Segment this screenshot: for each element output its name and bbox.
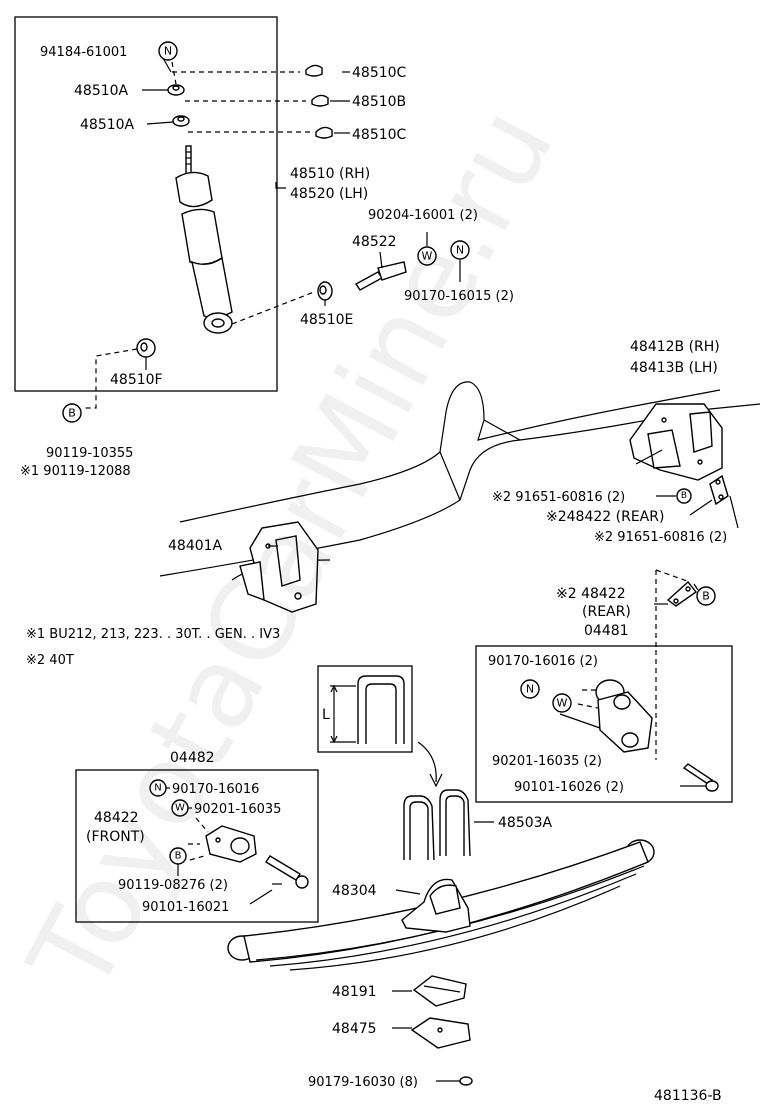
shackle-04481 — [595, 679, 653, 753]
label-90119-10355: 90119-10355 — [46, 446, 133, 461]
label-48503a: 48503A — [498, 815, 553, 831]
label-48422-rear-a: ※248422 (REAR) — [546, 509, 664, 525]
note-1: ※1 BU212, 213, 223. . 30T. . GEN. . IV3 — [26, 627, 280, 642]
label-48510b: 48510B — [352, 94, 406, 110]
label-04482: 04482 — [170, 750, 215, 766]
label-91651-60816-a: ※2 91651-60816 (2) — [492, 490, 625, 505]
shackle-group-04482-box — [75, 769, 319, 923]
svg-text:B: B — [175, 851, 182, 862]
u-bolt-dimension-figure — [330, 675, 405, 744]
u-bolt-48503a-right — [439, 789, 471, 857]
callout-b-91651-b: B — [696, 586, 716, 606]
label-48422-rear-b-qual: (REAR) — [582, 604, 631, 620]
svg-text:N: N — [526, 683, 534, 696]
bushing-48510a-upper — [167, 84, 185, 96]
label-48422-front: 48422 — [94, 810, 139, 826]
bushing-48510a-lower — [172, 115, 190, 127]
u-bolt-dimension-inset — [317, 665, 413, 753]
shackle-plate-48422-rear-lower — [666, 580, 698, 607]
bushing-48510e — [317, 281, 333, 301]
svg-text:B: B — [681, 491, 687, 501]
bushing-48510f — [136, 338, 156, 358]
nut-90179-16030 — [459, 1076, 473, 1086]
bracket-48401a — [239, 521, 319, 613]
shock-absorber-group-box — [14, 16, 278, 392]
label-48510a-2: 48510A — [80, 117, 135, 133]
svg-text:N: N — [456, 244, 464, 257]
dimension-l-label: L — [322, 707, 330, 723]
u-bolt-48503a-left — [403, 795, 435, 861]
callout-b-91651-a: B — [676, 488, 692, 504]
diagram-reference-number: 481136-B — [654, 1088, 722, 1104]
bolt-90101-16026 — [682, 763, 719, 792]
svg-text:B: B — [702, 590, 710, 603]
label-90119-08276: 90119-08276 (2) — [118, 878, 228, 893]
label-48475: 48475 — [332, 1021, 377, 1037]
label-48510c-2: 48510C — [352, 127, 407, 143]
callout-b-90119-10355: B — [62, 403, 82, 423]
label-48401a: 48401A — [168, 538, 223, 554]
label-48422-rear-b: ※2 48422 — [556, 586, 626, 602]
label-90201-16035-front: 90201-16035 — [194, 802, 281, 817]
callout-n-90170-16016-rear: N — [520, 679, 540, 699]
note-2: ※2 40T — [26, 653, 74, 668]
plate-48191 — [412, 975, 467, 1007]
label-48304: 48304 — [332, 883, 377, 899]
callout-w-90204: W — [417, 246, 437, 266]
bushing-48510b — [311, 94, 329, 107]
label-04481: 04481 — [584, 623, 629, 639]
svg-text:W: W — [422, 250, 433, 263]
bushing-48510c-top — [305, 64, 323, 77]
shackle-plate-48422-front — [205, 825, 257, 863]
label-90170-16015: 90170-16015 (2) — [404, 289, 514, 304]
svg-text:B: B — [68, 407, 76, 420]
shock-absorber — [175, 145, 233, 334]
svg-text:N: N — [164, 45, 172, 58]
label-48422-front-qual: (FRONT) — [86, 829, 145, 845]
label-90101-16021: 90101-16021 — [142, 900, 229, 915]
label-48522: 48522 — [352, 234, 397, 250]
label-90101-16026: 90101-16026 (2) — [514, 780, 624, 795]
label-48510e: 48510E — [300, 312, 353, 328]
callout-n-94184: N — [158, 41, 178, 61]
shackle-plate-48422-rear-upper — [709, 474, 729, 506]
label-48191: 48191 — [332, 984, 377, 1000]
label-48510-rh: 48510 (RH) — [290, 166, 370, 182]
label-90204-16001: 90204-16001 (2) — [368, 208, 478, 223]
bushing-48510c-lower — [315, 126, 333, 139]
svg-text:N: N — [154, 783, 161, 794]
label-48510c-top: 48510C — [352, 65, 407, 81]
bolt-90101-16021 — [265, 855, 309, 889]
label-90201-16035-rear: 90201-16035 (2) — [492, 754, 602, 769]
pad-48475 — [410, 1017, 471, 1049]
spring-seat-48304 — [401, 878, 471, 933]
label-48510a-1: 48510A — [74, 83, 129, 99]
label-90170-16016-rear: 90170-16016 (2) — [488, 654, 598, 669]
label-48520-lh: 48520 (LH) — [290, 186, 368, 202]
label-91651-60816-b: ※2 91651-60816 (2) — [594, 530, 727, 545]
label-48510f: 48510F — [110, 372, 163, 388]
label-90119-12088: ※1 90119-12088 — [20, 464, 131, 479]
label-90179-16030: 90179-16030 (8) — [308, 1075, 418, 1090]
label-90170-16016-front: 90170-16016 — [172, 782, 259, 797]
callout-w-90201-16035-rear: W — [552, 693, 572, 713]
label-94184-61001: 94184-61001 — [40, 45, 127, 60]
bracket-48412b — [629, 403, 723, 481]
label-48413b-lh: 48413B (LH) — [630, 360, 718, 376]
shackle-group-04481-box — [475, 645, 733, 803]
stud-48522 — [354, 261, 407, 291]
svg-text:W: W — [175, 803, 185, 814]
callout-n-90170-16015: N — [450, 240, 470, 260]
svg-text:W: W — [557, 697, 568, 710]
label-48412b-rh: 48412B (RH) — [630, 339, 720, 355]
